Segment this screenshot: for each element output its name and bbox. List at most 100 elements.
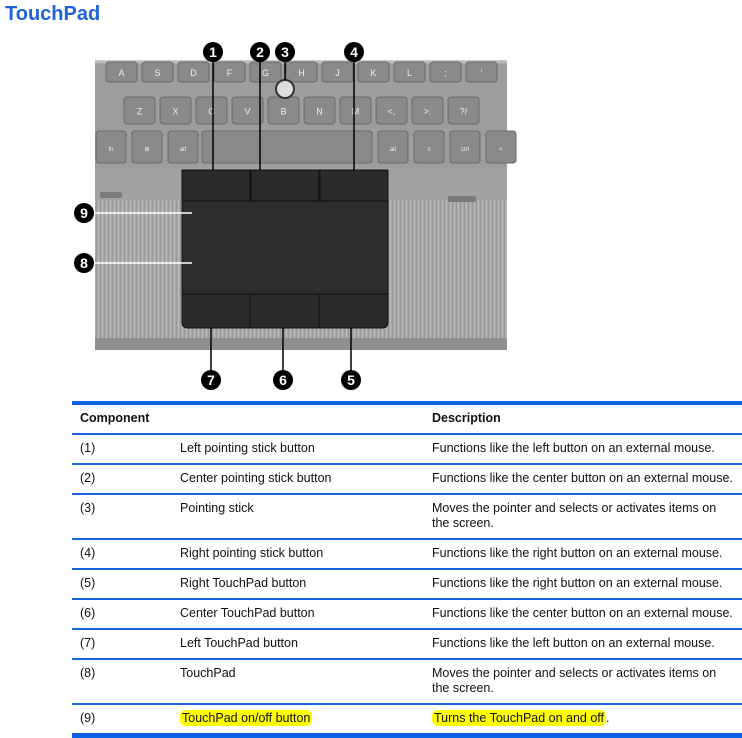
- key: fn: [95, 130, 127, 164]
- row-component-text: Left pointing stick button: [180, 441, 315, 455]
- key: A: [105, 61, 138, 83]
- key: <: [485, 130, 517, 164]
- key: J: [321, 61, 354, 83]
- key-cap: [393, 61, 426, 83]
- row-number: (8): [72, 659, 172, 705]
- top-fade: [95, 55, 507, 65]
- callout-7: 7: [201, 328, 221, 390]
- pointing-stick: [275, 79, 295, 99]
- key-label: <,: [388, 107, 396, 117]
- key: L: [393, 61, 426, 83]
- key-cap: [131, 130, 163, 164]
- key-label: J: [335, 68, 340, 78]
- row-description-text: Functions like the center button on an e…: [432, 471, 733, 485]
- key: M: [339, 96, 372, 125]
- row-number-text: (4): [80, 546, 96, 560]
- key-cap: [213, 61, 246, 83]
- row-description-text: Functions like the left button on an ext…: [432, 441, 715, 455]
- callout-number: 7: [207, 372, 215, 388]
- row-component-text: TouchPad on/off button: [180, 710, 313, 726]
- key-label: ctrl: [461, 147, 469, 153]
- key: alt: [377, 130, 409, 164]
- callout-number: 1: [209, 44, 217, 60]
- key-cap: [375, 96, 408, 125]
- key: S: [141, 61, 174, 83]
- key-label: ;: [444, 68, 447, 78]
- callout-4: 4: [344, 42, 364, 170]
- key-label: H: [298, 68, 305, 78]
- key: V: [231, 96, 264, 125]
- callout-badge: [74, 253, 94, 273]
- key: ≡: [413, 130, 445, 164]
- row-component-text: Center pointing stick button: [180, 471, 332, 485]
- callout-number: 3: [281, 44, 289, 60]
- row-description: Functions like the left button on an ext…: [424, 629, 742, 660]
- key: ctrl: [449, 130, 481, 164]
- key-label: N: [316, 107, 323, 117]
- key-cap: [485, 130, 517, 164]
- key-label: ⊞: [144, 147, 149, 153]
- key-cap: [201, 130, 373, 164]
- key: ;: [429, 61, 462, 83]
- key-label: M: [352, 107, 360, 117]
- header-blank: [172, 401, 424, 435]
- key-cap: [105, 61, 138, 83]
- row-component-text: TouchPad: [180, 666, 236, 680]
- key-label: ': [481, 68, 483, 78]
- row-number-text: (7): [80, 636, 96, 650]
- callout-badge: [275, 42, 295, 62]
- row-description: Moves the pointer and selects or activat…: [424, 494, 742, 540]
- table-row: (3) Pointing stick Moves the pointer and s…: [72, 494, 742, 540]
- key-cap: [377, 130, 409, 164]
- touchpad-buttons: [181, 293, 389, 329]
- pointing-stick-buttons: [181, 169, 389, 202]
- key-label: K: [370, 68, 376, 78]
- key-cap: [413, 130, 445, 164]
- callout-number: 6: [279, 372, 287, 388]
- row-component: TouchPad: [172, 659, 424, 705]
- touchpad-surface: [181, 200, 389, 295]
- key-cap: [429, 61, 462, 83]
- key-cap: [449, 130, 481, 164]
- row-number: (6): [72, 599, 172, 630]
- key-cap: [357, 61, 390, 83]
- row-number: (7): [72, 629, 172, 660]
- callout-2: 2: [250, 42, 270, 170]
- key-label: L: [407, 68, 412, 78]
- front-edge: [95, 338, 507, 350]
- row-number-text: (3): [80, 501, 96, 515]
- key-label: V: [244, 107, 250, 117]
- row-description: Functions like the right button on an ex…: [424, 569, 742, 600]
- key: F: [213, 61, 246, 83]
- callout-8: 8: [74, 253, 192, 273]
- callout-badge: [273, 370, 293, 390]
- row-number-text: (6): [80, 606, 96, 620]
- row-component: Center TouchPad button: [172, 599, 424, 630]
- key: ?/: [447, 96, 480, 125]
- key-label: C: [208, 107, 215, 117]
- row-description: Functions like the center button on an e…: [424, 599, 742, 630]
- key-label: S: [154, 68, 160, 78]
- key-cap: [339, 96, 372, 125]
- row-description-text: Functions like the right button on an ex…: [432, 546, 723, 560]
- key-label: <: [499, 147, 503, 153]
- key-label: alt: [390, 147, 397, 153]
- row-description: Functions like the center button on an e…: [424, 464, 742, 495]
- callout-number: 9: [80, 205, 88, 221]
- callout-number: 4: [350, 44, 358, 60]
- row-component-text: Pointing stick: [180, 501, 254, 515]
- callout-badge: [203, 42, 223, 62]
- key: <,: [375, 96, 408, 125]
- row-component: Left pointing stick button: [172, 434, 424, 465]
- header-description: Description: [424, 401, 742, 435]
- callout-3: 3: [275, 42, 295, 80]
- callout-badge: [74, 203, 94, 223]
- key: Z: [123, 96, 156, 125]
